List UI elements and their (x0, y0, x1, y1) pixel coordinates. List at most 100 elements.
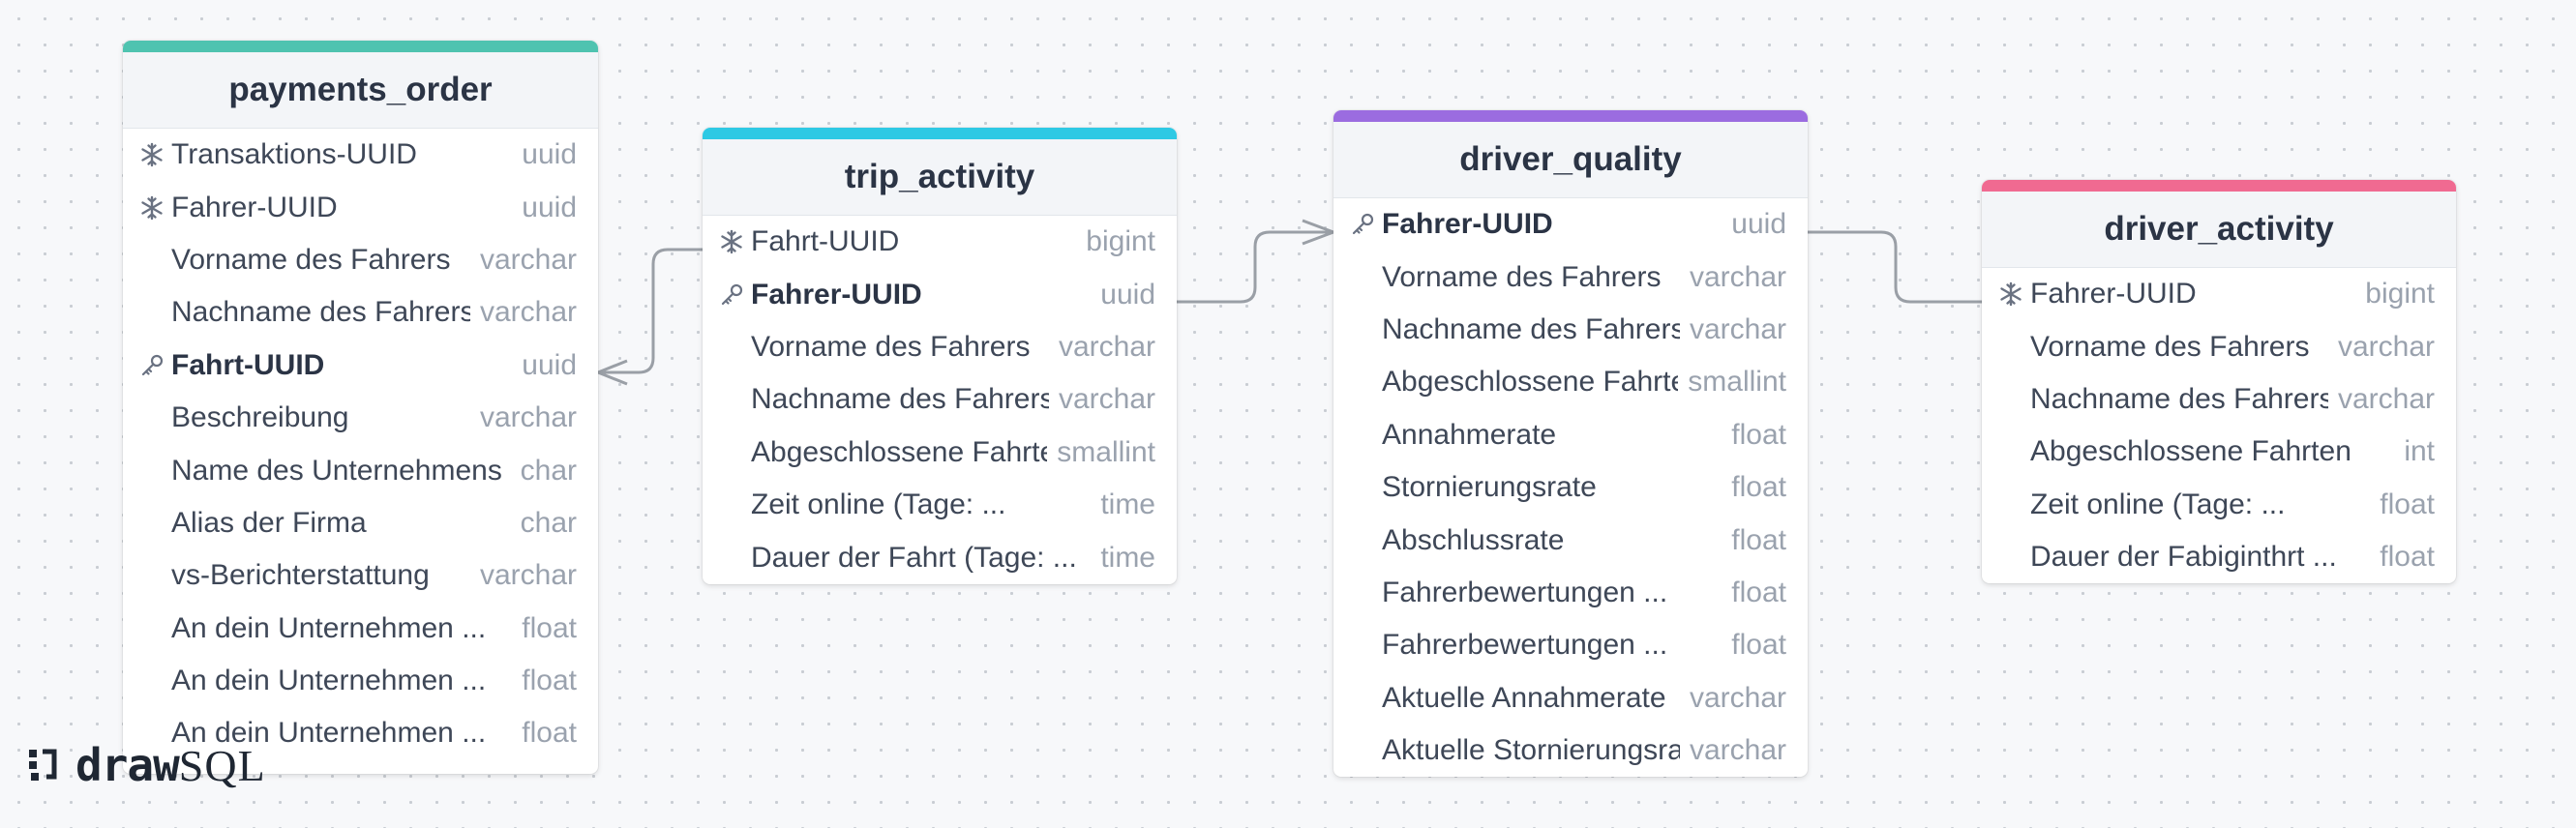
column-row[interactable]: Zeit online (Tage: ...time (703, 479, 1177, 531)
table-color-bar (703, 128, 1177, 139)
column-row[interactable]: Abgeschlossene Fahrten smallint (1333, 356, 1808, 408)
column-name: Nachname des Fahrers (171, 296, 470, 329)
column-row[interactable]: An dein Unternehmen ... float (123, 707, 598, 759)
column-type: smallint (1057, 435, 1155, 468)
column-type: varchar (2337, 382, 2435, 415)
table-title[interactable]: driver_quality (1333, 122, 1808, 198)
column-name: An dein Unternehmen ... (171, 717, 487, 750)
drawsql-logo-icon (29, 749, 57, 781)
column-type: float (1731, 629, 1786, 662)
column-name: Abschlussrate (1382, 523, 1565, 556)
column-name: Transaktions-UUID (171, 138, 417, 171)
column-row[interactable]: An dein Unternehmen ... float (123, 655, 598, 707)
column-row[interactable]: Dauer der Fahrt (Tage: ... time (703, 531, 1177, 583)
table-color-bar (123, 41, 598, 52)
column-type: float (1731, 418, 1786, 451)
column-type: int (2404, 435, 2435, 468)
crowfoot-driver-quality (1302, 219, 1334, 246)
column-row[interactable]: Zeit online (Tage: ...float (1982, 479, 2456, 531)
column-type: float (522, 611, 577, 644)
column-name: Dauer der Fahrt (Tage: ... (751, 541, 1077, 574)
column-row[interactable]: Vorname des Fahrers varchar (123, 234, 598, 286)
column-name: Fahrt-UUID (751, 225, 900, 258)
column-name: Aktuelle Stornierungsrate (1382, 734, 1680, 767)
column-name: Abgeschlossene Fahrten (1382, 366, 1679, 399)
column-row[interactable]: An dein Unternehmen ...float (123, 603, 598, 655)
column-type: float (2380, 541, 2435, 574)
logo-text-sql: SQL (178, 740, 266, 790)
table-title[interactable]: driver_activity (1982, 192, 2456, 268)
snowflake-icon (138, 141, 165, 168)
snowflake-icon (138, 194, 165, 222)
column-type: varchar (479, 296, 577, 329)
column-row[interactable]: Fahrerbewertungen ...float (1333, 567, 1808, 619)
column-row[interactable]: Transaktions-UUID uuid (123, 129, 598, 181)
column-type: float (522, 665, 577, 697)
column-name: Dauer der Fabiginthrt ... (2030, 541, 2337, 574)
column-type: varchar (1689, 681, 1786, 714)
column-type: uuid (1100, 278, 1155, 310)
column-type: smallint (1688, 366, 1786, 399)
column-name: Name des Unternehmens (171, 454, 502, 487)
key-icon (718, 281, 745, 309)
column-type: float (1731, 471, 1786, 504)
column-type: uuid (522, 348, 577, 381)
column-row[interactable]: Abgeschlossene Fahrten int (1982, 426, 2456, 478)
column-row[interactable]: Fahrer-UUID uuid (703, 268, 1177, 320)
column-name: Stornierungsrate (1382, 471, 1597, 504)
column-type: time (1100, 488, 1155, 521)
column-type: time (1100, 541, 1155, 574)
column-row[interactable]: Stornierungsrate float (1333, 461, 1808, 514)
column-name: Vorname des Fahrers (751, 330, 1031, 363)
column-name: Fahrerbewertungen ... (1382, 576, 1668, 608)
column-row[interactable]: Fahrerbewertungen ...float (1333, 619, 1808, 671)
crowfoot-payments-order (597, 359, 628, 386)
column-type: uuid (1731, 208, 1786, 241)
table-color-bar (1982, 180, 2456, 192)
column-name: Alias der Firma (171, 506, 367, 539)
column-row[interactable]: Dauer der Fabiginthrt ... float (1982, 531, 2456, 583)
snowflake-icon (1997, 281, 2024, 308)
snowflake-icon (718, 228, 745, 255)
column-type: uuid (522, 138, 577, 171)
column-name: An dein Unternehmen ... (171, 665, 487, 697)
column-type: varchar (1058, 383, 1155, 416)
table-title[interactable]: trip_activity (703, 139, 1177, 216)
column-name: Nachname des Fahrers (1382, 312, 1680, 345)
column-name: Abgeschlossene Fahrten (2030, 435, 2351, 468)
column-type: varchar (479, 243, 577, 276)
table-title[interactable]: payments_order (123, 52, 598, 129)
column-name: Fahrer-UUID (751, 278, 922, 310)
column-type: float (522, 717, 577, 750)
column-name: vs-Berichterstattung (171, 559, 430, 592)
column-row[interactable]: Nachname des Fahrers varchar (123, 286, 598, 339)
column-name: Vorname des Fahrers (171, 243, 451, 276)
column-name: Beschreibung (171, 401, 349, 434)
column-name: Zeit online (Tage: ... (2030, 488, 2286, 520)
